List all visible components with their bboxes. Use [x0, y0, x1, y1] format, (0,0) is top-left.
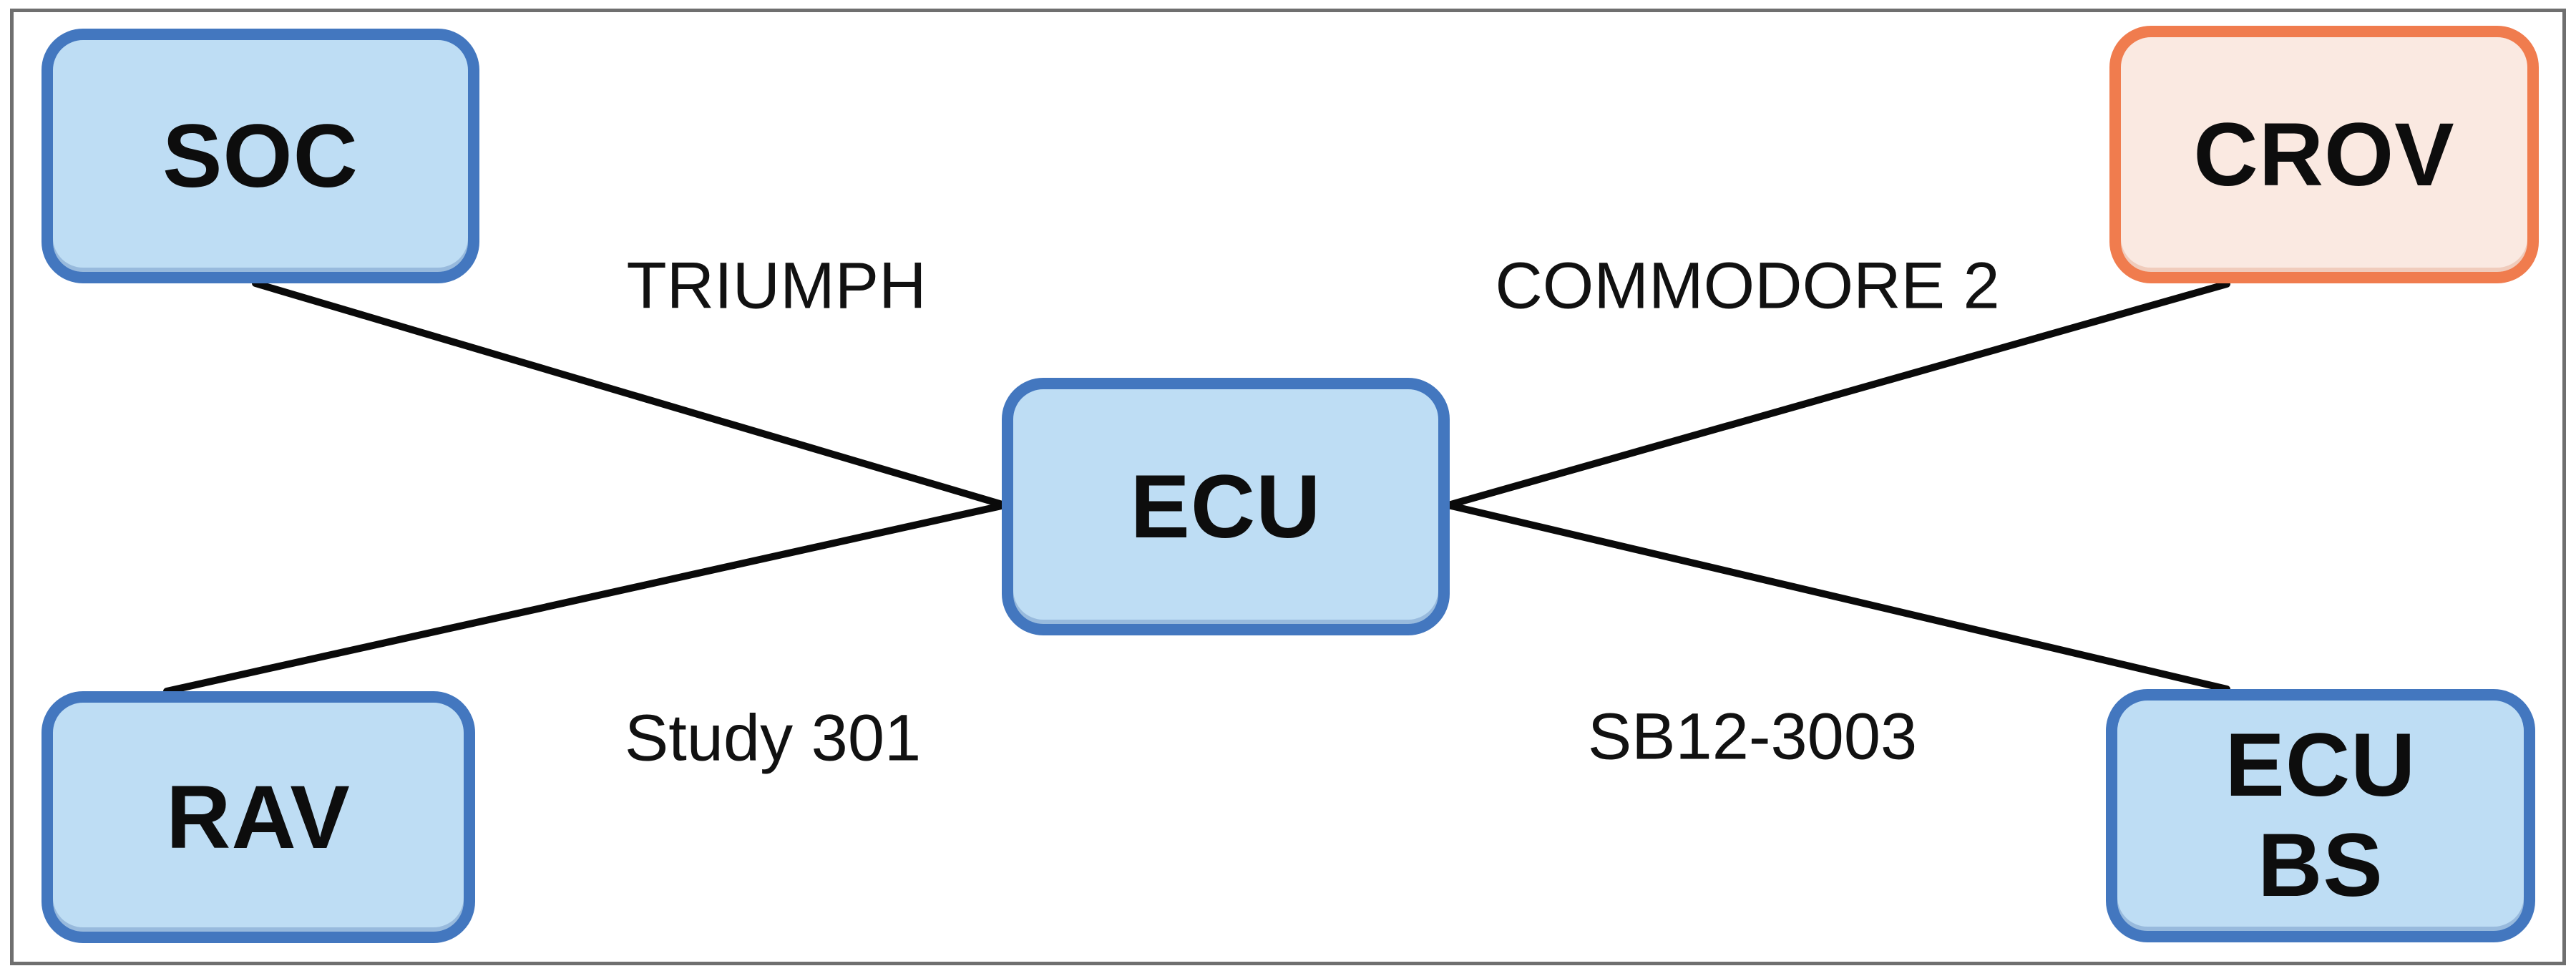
- node-crov: CROV: [2109, 26, 2539, 283]
- edge-label-study-301: Study 301: [624, 701, 922, 775]
- node-ecu: ECU: [1002, 378, 1450, 635]
- connector-soc-ecu: [252, 280, 1008, 509]
- node-ecu-bs: ECU BS: [2106, 689, 2535, 942]
- node-ecu-bs-line1: ECU: [2225, 716, 2416, 815]
- edge-label-sb12-3003: SB12-3003: [1587, 700, 1918, 774]
- connector-ecu-ecubs: [1445, 502, 2230, 693]
- node-soc: SOC: [42, 29, 479, 283]
- node-soc-label: SOC: [162, 106, 358, 206]
- connector-rav-ecu: [163, 502, 1008, 695]
- node-crov-label: CROV: [2193, 104, 2455, 205]
- node-rav-label: RAV: [166, 767, 351, 867]
- node-ecu-label: ECU: [1130, 457, 1322, 557]
- node-rav: RAV: [42, 691, 475, 943]
- connector-ecu-crov: [1445, 280, 2230, 509]
- node-ecu-bs-line2: BS: [2258, 816, 2384, 915]
- node-ecu-bs-label: ECU BS: [2225, 716, 2416, 916]
- edge-label-triumph: TRIUMPH: [626, 249, 927, 323]
- edge-label-commodore-2: COMMODORE 2: [1495, 249, 2000, 323]
